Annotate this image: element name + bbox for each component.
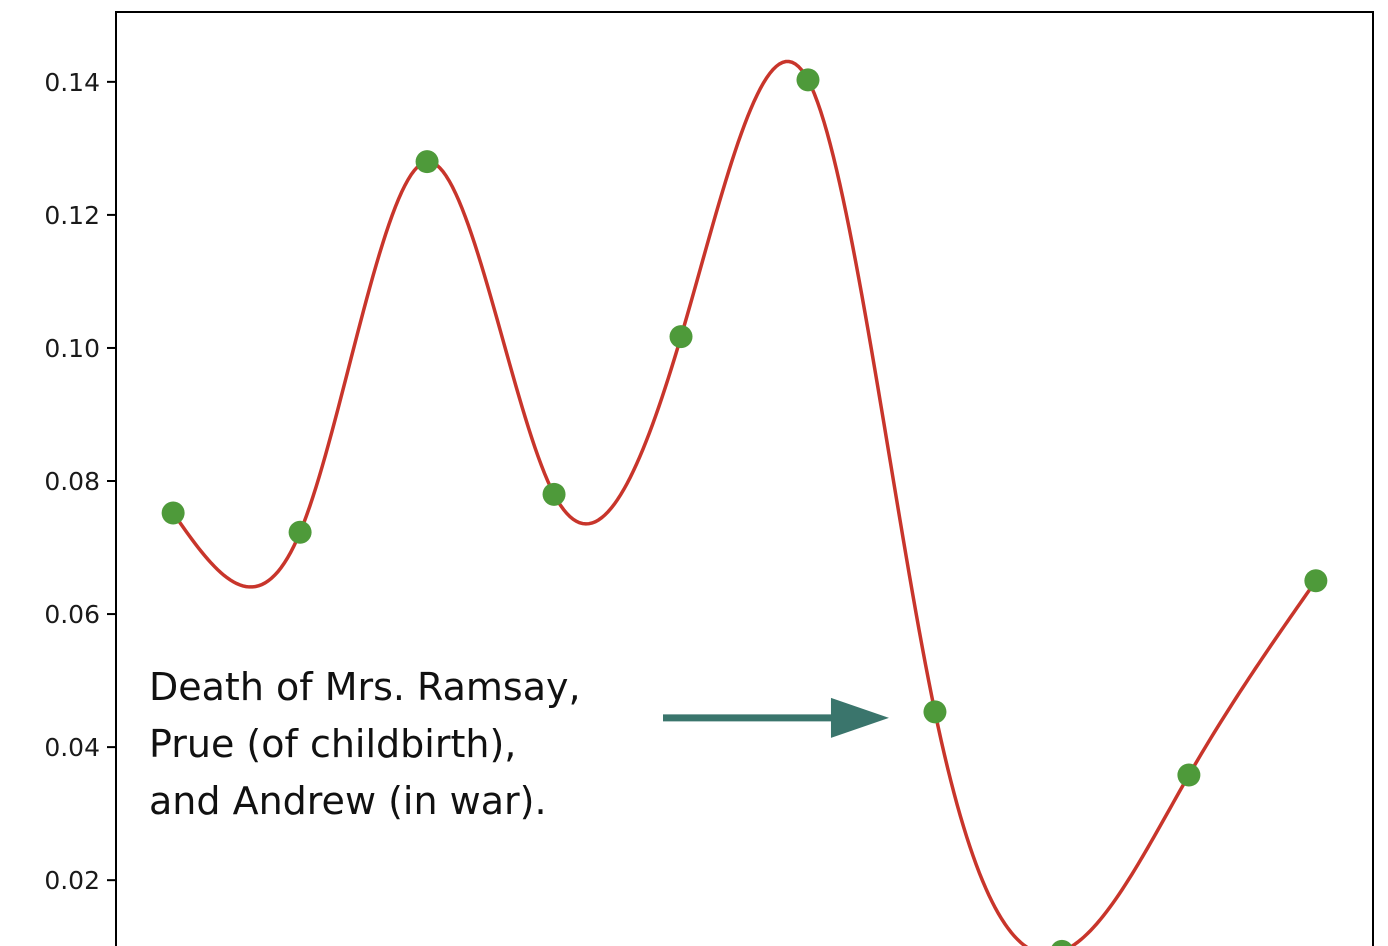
data-point <box>669 325 693 349</box>
annotation-line-1: Death of Mrs. Ramsay, <box>149 665 581 709</box>
data-point <box>415 150 439 174</box>
y-axis: 0.02 0.04 0.06 0.08 0.10 0.12 0.14 <box>44 68 116 895</box>
data-points <box>161 68 1328 946</box>
annotation-line-3: and Andrew (in war). <box>149 779 547 823</box>
y-tick-label: 0.02 <box>44 866 100 895</box>
data-point <box>1304 569 1328 593</box>
annotation-line-2: Prue (of childbirth), <box>149 722 516 766</box>
y-tick-label: 0.10 <box>44 334 100 363</box>
y-tick-label: 0.04 <box>44 733 100 762</box>
data-point <box>1051 939 1073 946</box>
y-tick-label: 0.14 <box>44 68 100 97</box>
y-tick-label: 0.06 <box>44 600 100 629</box>
data-point <box>288 520 312 544</box>
y-tick-label: 0.08 <box>44 467 100 496</box>
data-point <box>161 501 185 525</box>
data-point <box>796 68 820 92</box>
data-point <box>542 482 566 506</box>
data-point <box>1177 763 1201 787</box>
annotation-arrow-head <box>830 697 889 738</box>
plot-frame <box>115 11 1374 946</box>
y-tick-label: 0.12 <box>44 201 100 230</box>
series-line <box>171 59 1318 946</box>
data-point <box>923 700 947 724</box>
annotation: Death of Mrs. Ramsay, Prue (of childbirt… <box>149 665 889 823</box>
